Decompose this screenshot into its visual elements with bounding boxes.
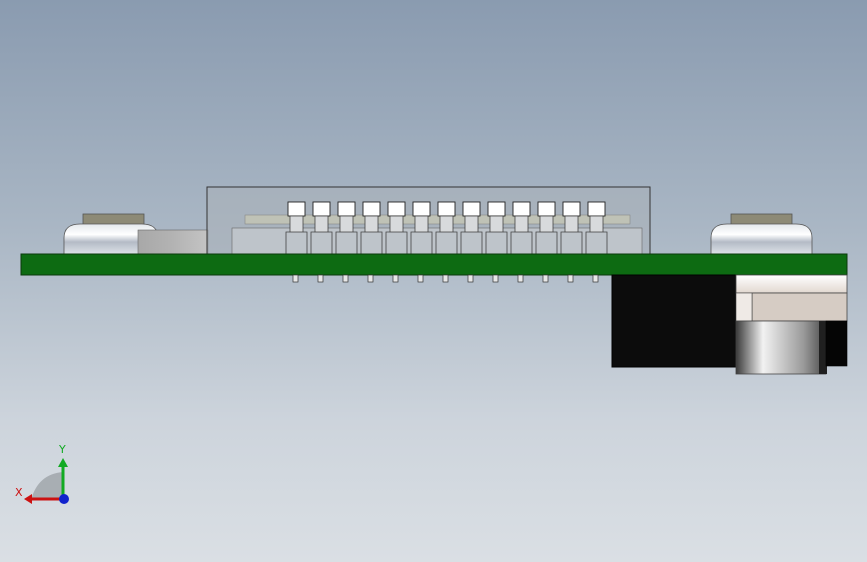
connector-pin bbox=[460, 201, 483, 254]
connector-pin bbox=[310, 201, 333, 254]
connector-housing[interactable] bbox=[206, 186, 651, 255]
pin-tail bbox=[592, 274, 599, 283]
pin-tail bbox=[292, 274, 299, 283]
triad-plane-icon bbox=[31, 472, 63, 500]
connector-pin bbox=[485, 201, 508, 254]
pcb-board[interactable] bbox=[20, 253, 848, 276]
right-standoff-cap[interactable] bbox=[710, 213, 813, 255]
connector-pin bbox=[285, 201, 308, 254]
pin-tail bbox=[417, 274, 424, 283]
connector-pin bbox=[385, 201, 408, 254]
triad-y-label: Y bbox=[59, 443, 66, 456]
pin-tail bbox=[367, 274, 374, 283]
component-bar[interactable] bbox=[137, 229, 209, 255]
triad-x-label: X bbox=[15, 486, 23, 499]
pin-tail bbox=[317, 274, 324, 283]
pin-tail bbox=[567, 274, 574, 283]
pin-tails bbox=[292, 274, 599, 283]
pin-tail bbox=[517, 274, 524, 283]
connector-pin bbox=[435, 201, 458, 254]
z-axis-dot-icon bbox=[59, 494, 69, 504]
connector-pin bbox=[560, 201, 583, 254]
coordinate-triad[interactable]: Y X bbox=[14, 440, 84, 510]
connector-pin bbox=[535, 201, 558, 254]
pin-tail bbox=[342, 274, 349, 283]
pin-tail bbox=[442, 274, 449, 283]
audio-jack[interactable] bbox=[611, 274, 848, 375]
pin-tail bbox=[542, 274, 549, 283]
connector-pin bbox=[360, 201, 383, 254]
connector-pins bbox=[285, 201, 608, 254]
pin-tail bbox=[467, 274, 474, 283]
connector-pin bbox=[335, 201, 358, 254]
connector-pin bbox=[410, 201, 433, 254]
pin-tail bbox=[392, 274, 399, 283]
connector-pin bbox=[585, 201, 608, 254]
pin-tail bbox=[492, 274, 499, 283]
connector-pin bbox=[510, 201, 533, 254]
